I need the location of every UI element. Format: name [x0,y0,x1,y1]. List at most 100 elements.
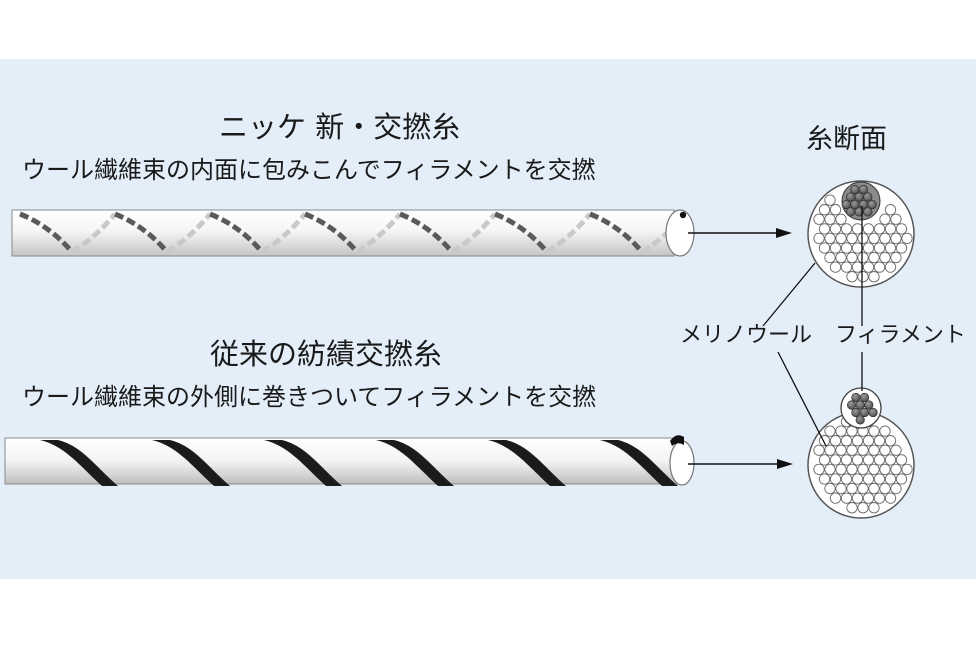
inner-filament-front-segment [209,211,264,254]
wool-fiber [846,463,858,476]
filament-fiber [863,192,873,202]
inner-filament-back-segment [165,212,212,255]
wool-fiber [868,425,880,437]
wool-fiber [873,492,886,504]
inner-filament-front-segment [589,211,644,254]
wool-fiber [857,251,869,264]
wool-fiber [884,435,897,447]
wool-fiber [884,473,897,485]
wool-fiber [829,435,842,447]
wool-fiber [884,454,897,466]
filament-fiber [859,407,870,418]
filament-fiber [867,199,877,210]
conventional-yarn-end-cap [669,440,695,486]
wool-fiber [873,223,886,235]
inner-filament-back-segment [70,212,117,255]
wool-fiber [884,204,897,216]
wool-fiber [818,454,831,466]
wool-fiber [840,223,853,235]
filament-fiber [855,400,865,410]
wool-fiber [862,492,875,504]
outer-filament-wrap [152,440,230,486]
wool-fiber [835,251,847,264]
inner-filament-front-segment [304,211,359,254]
wool-fiber [862,454,875,466]
wool-fiber [840,454,853,466]
wool-fiber [890,482,902,495]
filament-fiber [851,392,861,403]
wool-fiber [868,251,880,264]
wool-fiber [824,213,836,225]
filament-fiber [864,400,874,410]
conventional-yarn-outer-filament [40,440,678,486]
wool-fiber [818,473,831,485]
wool-fiber [824,425,836,437]
wool-fiber [890,213,902,225]
wool-fiber [857,232,869,245]
wool-fiber [840,492,853,504]
wool-fiber [846,232,858,245]
diagram-background [0,59,976,579]
filament-fiber [846,400,857,410]
wool-fiber [879,232,891,245]
wool-fiber [840,435,853,447]
outer-filament-wrap [376,440,454,486]
wool-fiber [873,454,886,466]
filament-fiber [841,199,851,210]
wool-fiber [813,232,825,245]
wool-fiber [835,232,847,245]
wool-fiber [840,261,853,273]
wool-fiber [824,232,836,245]
wool-fiber [895,242,908,254]
wool-fiber [873,242,886,254]
wool-fiber [829,492,842,504]
cross-section-title: 糸断面 [806,124,887,155]
wool-fiber [835,463,847,476]
wool-fiber [862,435,875,447]
filament-fiber [868,407,878,418]
wool-fiber [884,223,897,235]
wool-fiber [851,492,864,504]
outer-filament-wrap [264,440,342,486]
outer-filament-wrap [600,440,678,486]
filament-fiber [858,184,869,195]
inner-filament-back-segment [355,212,402,255]
conventional-yarn-title: 従来の紡績交撚糸 [210,337,443,371]
filament-fiber [855,415,865,425]
inner-filament-back-segment [450,212,497,255]
wool-fiber [846,482,858,495]
wool-fiber [818,204,831,216]
wool-fiber [829,204,842,216]
wool-fiber [890,232,902,245]
filament-fiber [850,184,860,195]
wool-fiber [851,223,864,235]
arrow-to-new-cross-section [688,228,792,238]
filament-fiber [854,192,864,202]
wool-fiber [824,482,836,495]
wool-fiber [829,261,842,273]
wool-fiber [835,482,847,495]
new-yarn-illustration [11,209,695,257]
wool-fiber [890,251,902,264]
new-yarn-inner-filament [19,211,687,255]
wool-fiber [862,261,875,273]
wool-fiber [846,251,858,264]
wool-fiber [851,261,864,273]
inner-filament-back-segment [260,212,307,255]
wool-fiber [818,223,831,235]
wool-fiber [873,435,886,447]
wool-fiber [851,435,864,447]
wool-fiber [868,502,880,514]
wool-fiber [901,232,913,245]
wool-fiber [824,194,836,206]
wool-fiber [840,473,853,485]
wool-fiber [813,213,825,225]
wool-fiber [873,261,886,273]
wool-fiber [895,454,908,466]
merino-wool-label: メリノウール [680,323,813,348]
conventional-yarn-end-filament [670,435,684,446]
wool-fiber [813,444,825,456]
filament-fiber [850,199,860,210]
wool-fiber [884,242,897,254]
